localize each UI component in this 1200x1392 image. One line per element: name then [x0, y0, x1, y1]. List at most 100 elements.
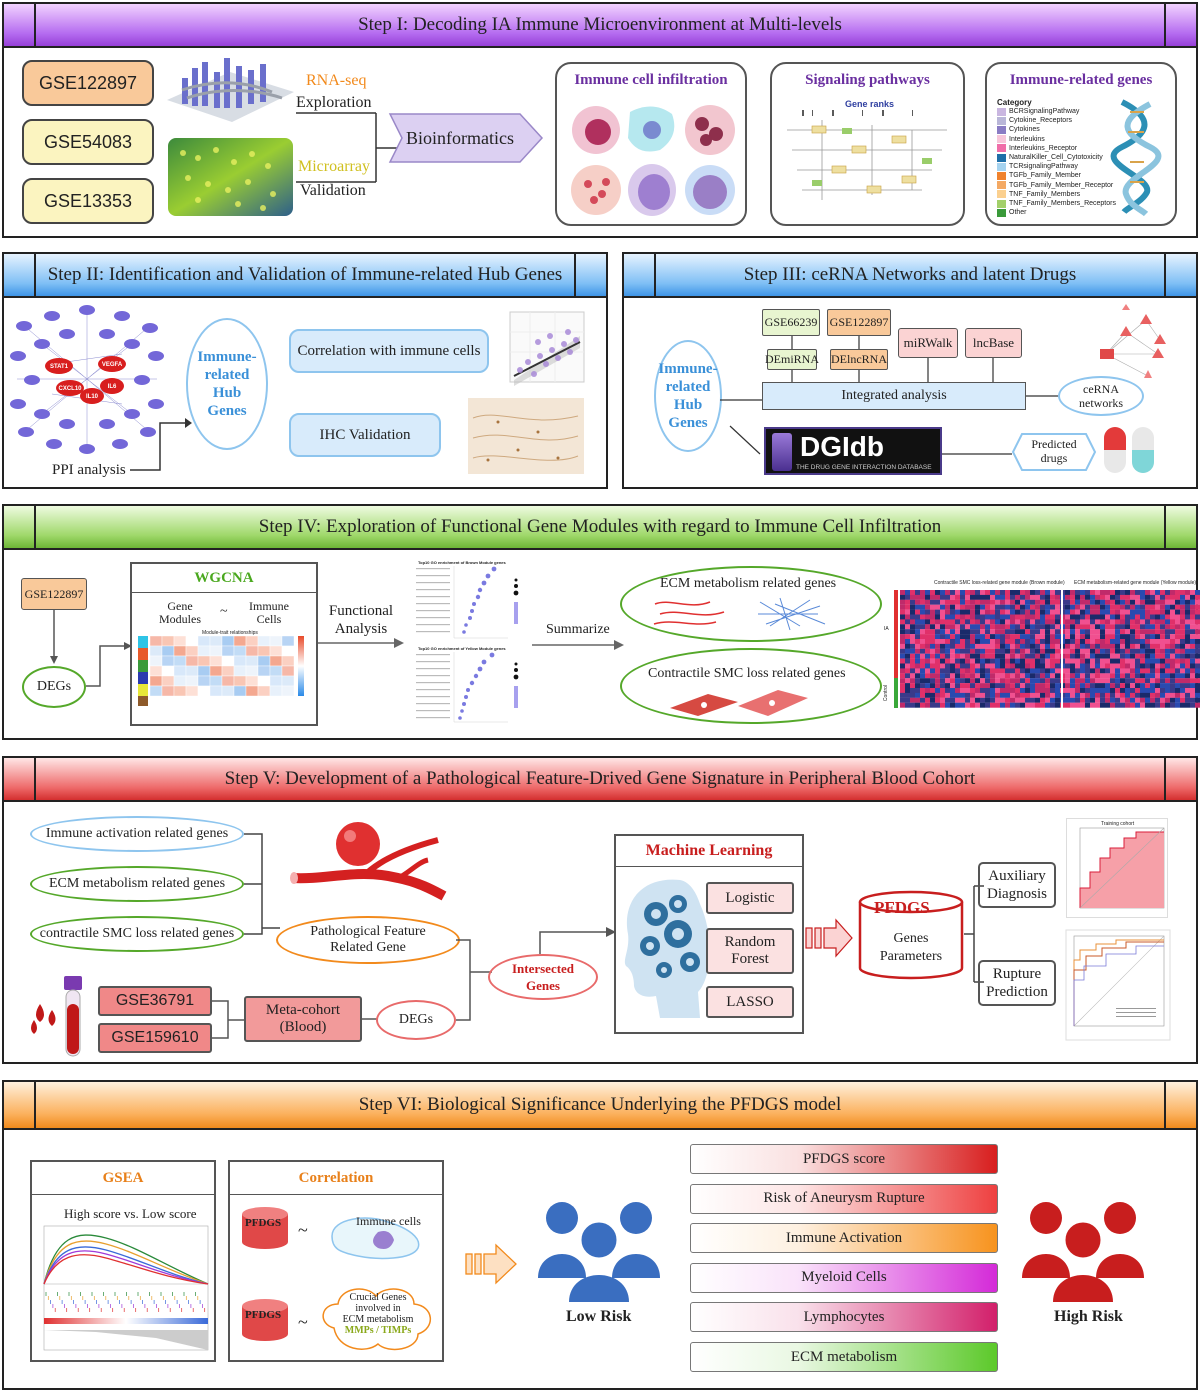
expression-cell — [1000, 673, 1005, 679]
expression-cell — [1045, 702, 1050, 708]
expression-cell — [925, 643, 930, 649]
expression-cell — [975, 692, 980, 698]
expression-cell — [910, 683, 915, 689]
expression-cell — [1100, 594, 1105, 600]
expression-cell — [1170, 639, 1175, 644]
expression-cell — [925, 683, 930, 689]
expression-cell — [960, 604, 965, 610]
expression-cell — [1170, 658, 1175, 664]
expression-cell — [925, 619, 930, 625]
expression-cell — [1075, 590, 1080, 595]
expression-cell — [1120, 688, 1125, 693]
expression-cell — [1095, 599, 1100, 605]
expression-cell — [1105, 634, 1110, 640]
expression-cell — [985, 614, 990, 620]
expression-cell — [915, 683, 920, 689]
expression-cell — [1125, 609, 1130, 615]
expression-cell — [1100, 702, 1105, 708]
meta-line: Meta-cohort — [265, 1002, 341, 1018]
expression-cell — [990, 692, 995, 698]
expression-cell — [1080, 590, 1085, 595]
heatmap-cell — [173, 655, 187, 667]
expression-cell — [1000, 624, 1005, 630]
expression-cell — [980, 619, 985, 625]
expression-cell — [910, 692, 915, 698]
expression-cell — [945, 629, 950, 635]
expression-cell — [1100, 599, 1105, 605]
hub-node-label: STAT1 — [50, 364, 69, 370]
expression-cell — [1000, 668, 1005, 674]
expression-cell — [1125, 658, 1130, 664]
expression-cell — [1185, 673, 1190, 679]
expression-cell — [1155, 643, 1160, 649]
expression-cell — [1090, 692, 1095, 698]
category-swatch — [997, 116, 1006, 125]
expression-cell — [1120, 604, 1125, 610]
expression-cell — [1125, 697, 1130, 703]
expression-cell — [910, 643, 915, 649]
expression-cell — [1035, 688, 1040, 693]
expression-cell — [1035, 624, 1040, 630]
expression-cell — [930, 668, 935, 674]
category-swatch — [997, 144, 1006, 153]
expression-cell — [1130, 668, 1135, 674]
expression-cell — [930, 697, 935, 703]
expression-cell — [940, 629, 945, 635]
expression-cell — [1140, 590, 1145, 595]
expression-cell — [985, 619, 990, 625]
expression-cell — [935, 678, 940, 684]
bioinformatics-label: Bioinformatics — [406, 128, 514, 148]
expression-cell — [1180, 683, 1185, 689]
expression-cell — [1120, 648, 1125, 654]
expression-cell — [1195, 643, 1200, 649]
expression-cell — [955, 614, 960, 620]
intersected-line: Intersected — [511, 961, 575, 976]
expression-cell — [1025, 663, 1030, 669]
expression-cell — [1090, 619, 1095, 625]
expression-cell — [940, 619, 945, 625]
expression-cell — [1045, 629, 1050, 635]
expression-cell — [905, 639, 910, 644]
expression-cell — [1145, 614, 1150, 620]
heatmap-cell — [197, 665, 211, 677]
wgcna-title: WGCNA — [194, 570, 254, 586]
expression-cell — [1075, 692, 1080, 698]
expression-cell — [930, 702, 935, 708]
expression-cell — [1005, 624, 1010, 630]
expression-cell — [1030, 619, 1035, 625]
expression-cell — [1070, 653, 1075, 659]
expression-cell — [1070, 604, 1075, 610]
expression-cell — [1075, 614, 1080, 620]
expression-cell — [905, 619, 910, 625]
expression-cell — [1040, 619, 1045, 625]
expression-cell — [1000, 643, 1005, 649]
expression-cell — [1070, 673, 1075, 679]
expression-cell — [930, 599, 935, 605]
expression-cell — [1045, 619, 1050, 625]
expression-cell — [925, 673, 930, 679]
expression-cell — [1085, 678, 1090, 684]
expression-cell — [1175, 590, 1180, 595]
expression-cell — [1090, 590, 1095, 595]
expression-cell — [905, 629, 910, 635]
expression-cell — [950, 639, 955, 644]
expression-cell — [1040, 594, 1045, 600]
heatmap-cell — [173, 635, 187, 647]
expression-cell — [1000, 619, 1005, 625]
heatmap-cell — [185, 685, 199, 697]
expression-cell — [900, 683, 905, 689]
heatmap-cell — [257, 645, 271, 657]
expression-cell — [1035, 629, 1040, 635]
expression-cell — [1005, 629, 1010, 635]
expression-cell — [1015, 639, 1020, 644]
expression-cell — [1075, 683, 1080, 689]
expression-cell — [1095, 668, 1100, 674]
expression-cell — [905, 692, 910, 698]
expression-cell — [1015, 629, 1020, 635]
heatmap-cell — [221, 635, 235, 647]
expression-cell — [1165, 619, 1170, 625]
expression-cell — [1100, 673, 1105, 679]
risk-bar: Immune Activation — [690, 1223, 998, 1254]
immune-cell-sketch — [331, 1217, 420, 1260]
step5-title: Step V: Development of a Pathological Fe… — [224, 768, 976, 789]
